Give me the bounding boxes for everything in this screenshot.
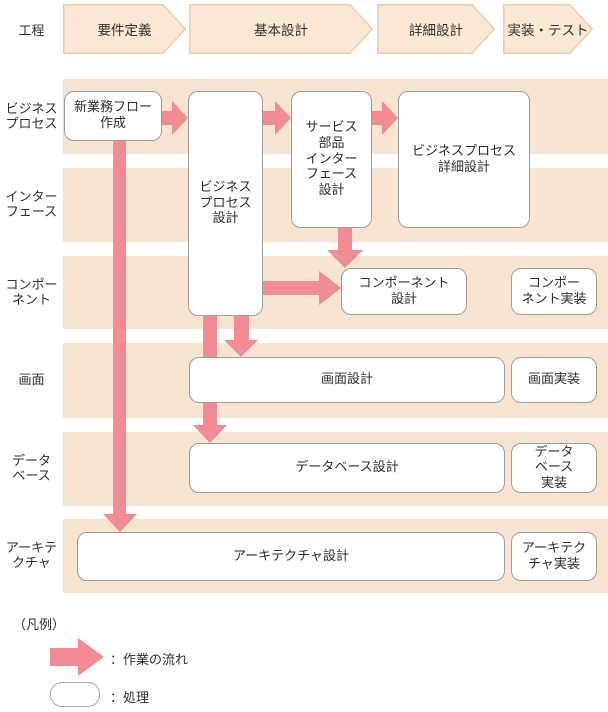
arrow-shaft (338, 228, 352, 251)
legend-process-label: ：処理 (110, 691, 150, 706)
box-screen-design: 画面設計 (189, 357, 505, 403)
phase-requirements-definition: 要件定義 (63, 4, 186, 54)
box-component-impl: コンポーネント実装 (511, 268, 597, 315)
arrow-shaft (263, 281, 319, 295)
phase-arrow-shape (189, 4, 373, 54)
arrow-shaft (234, 316, 249, 340)
arrow-head-icon (319, 271, 341, 305)
lane-label-business-process: ビジネスプロセス (5, 101, 58, 132)
legend-title: （凡例） (13, 618, 66, 633)
phase-label: 基本設計 (254, 23, 308, 39)
phase-label: 詳細設計 (409, 23, 463, 39)
arrow-shaft (50, 648, 79, 666)
arrow-shaft (372, 111, 383, 125)
arrow-head-icon (103, 514, 137, 532)
phase-label: 実装・テスト (507, 23, 589, 39)
box-database-design: データベース設計 (189, 443, 505, 493)
phase-label: 要件定義 (97, 23, 152, 39)
phase-detailed-design: 詳細設計 (377, 4, 495, 54)
box-architecture-impl: アーキテクチャ実装 (511, 532, 597, 581)
phase-arrow-shape (377, 4, 495, 54)
arrow-shaft (263, 111, 276, 125)
arrow-head-icon (78, 638, 104, 676)
arrow-head-icon (275, 101, 291, 135)
box-new-business-flow: 新業務フロー作成 (64, 91, 162, 141)
box-screen-impl: 画面実装 (511, 357, 597, 403)
arrow-head-icon (382, 101, 398, 135)
phase-arrow-shape (63, 4, 186, 54)
lane-label-architecture: アーキテクチャ (5, 541, 58, 571)
box-architecture-design: アーキテクチャ設計 (77, 532, 505, 581)
arrow-shaft (162, 111, 173, 125)
box-component-design: コンポーネント設計 (341, 268, 467, 315)
lane-label-screen: 画面 (18, 373, 45, 388)
box-database-impl: データベース実装 (511, 443, 597, 493)
legend-flow-label: ：作業の流れ (110, 653, 189, 668)
phase-basic-design: 基本設計 (189, 4, 373, 54)
arrow-head-icon (193, 425, 227, 443)
arrow-shaft (113, 141, 126, 514)
box-business-process-design: ビジネスプロセス設計 (188, 91, 263, 316)
lane-label-database: データベース (11, 454, 51, 484)
arrow-head-icon (224, 340, 258, 357)
box-service-parts-interface-design: サービス部品インターフェース設計 (291, 91, 372, 228)
lane-label-interface: インターフェース (5, 190, 58, 220)
header-row-label: 工程 (18, 23, 45, 39)
phase-arrow-shape (503, 4, 593, 54)
lane-label-component: コンポーネント (5, 277, 58, 308)
legend-process-box-icon (50, 682, 100, 707)
arrow-head-icon (172, 101, 188, 135)
box-business-process-detailed-design: ビジネスプロセス詳細設計 (398, 91, 530, 228)
phase-implementation-test: 実装・テスト (503, 4, 593, 54)
arrow-head-icon (327, 250, 363, 268)
